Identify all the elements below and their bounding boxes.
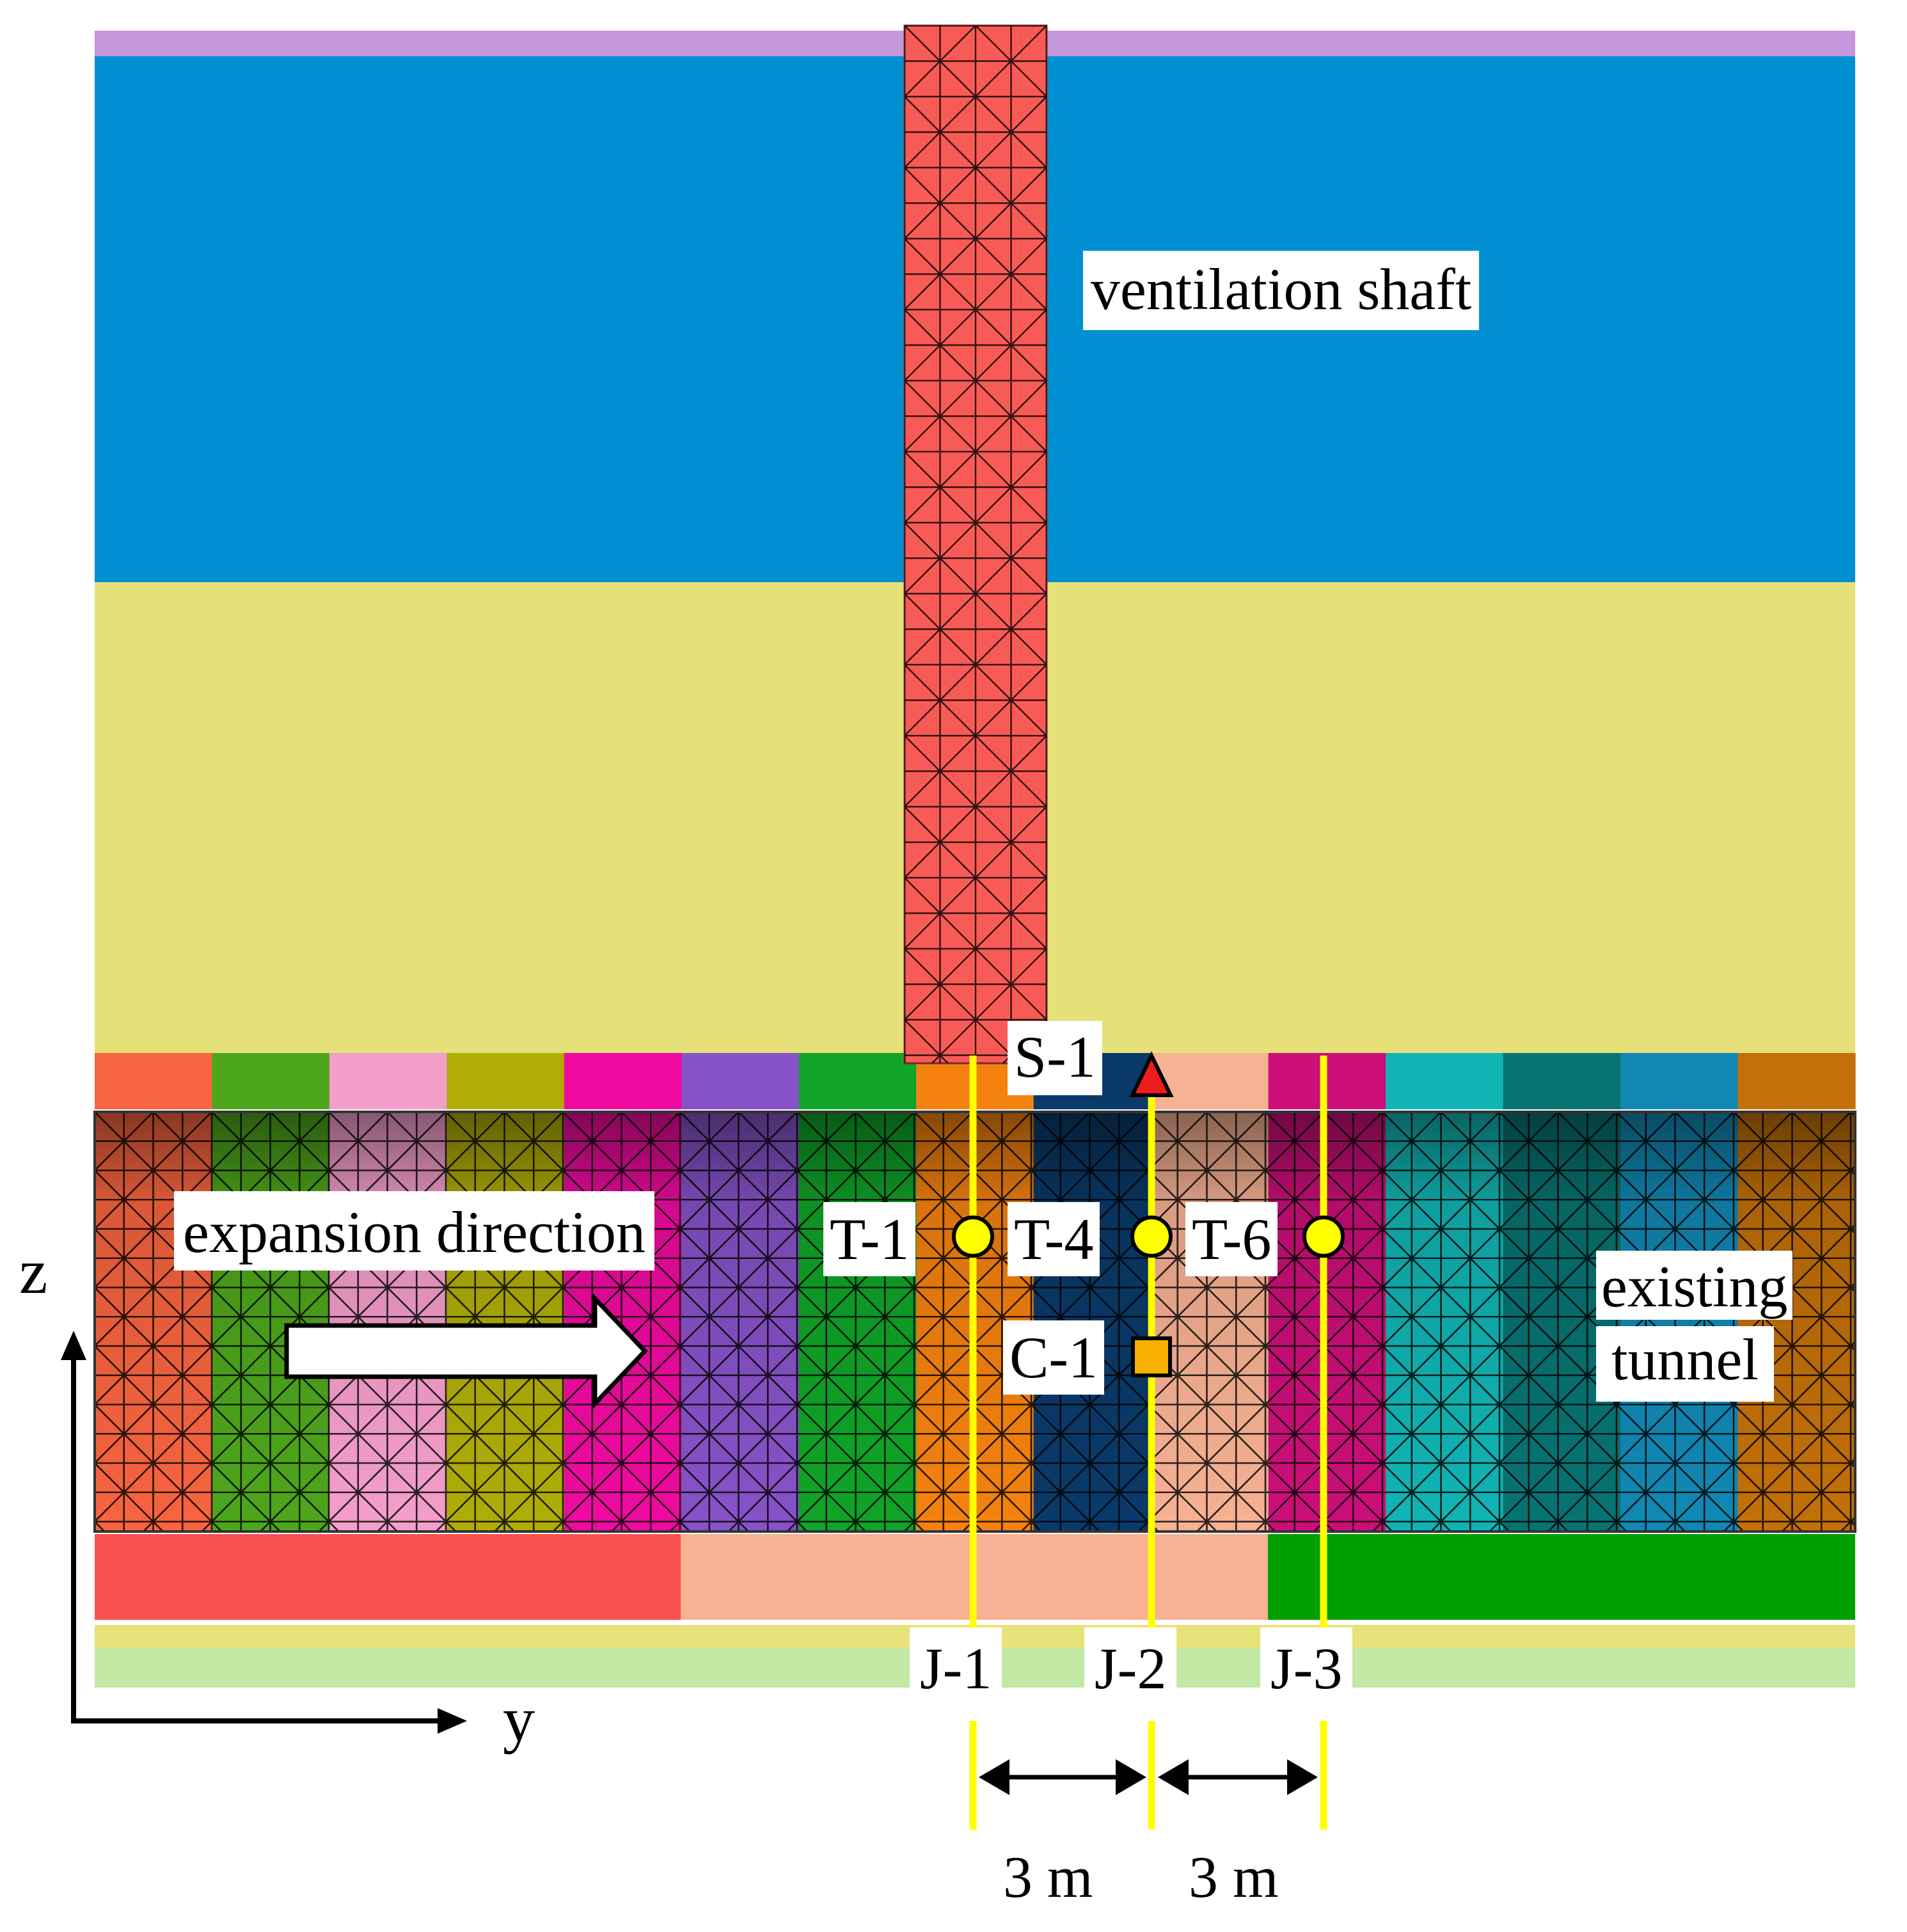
tunnel-top-segment [329, 1053, 447, 1109]
sensor-c1-label: C-1 [1003, 1320, 1104, 1395]
tunnel-top-segment [1268, 1053, 1386, 1109]
sensor-t1-marker [952, 1215, 994, 1258]
sensor-t6-label: T-6 [1185, 1202, 1278, 1276]
tunnel-top-segment [1737, 1053, 1856, 1109]
dimension-arrow-2 [1158, 1759, 1318, 1795]
tunnel-top-segment [564, 1053, 682, 1109]
line-j3-label: J-3 [1260, 1627, 1353, 1708]
tunnel-top-segment [95, 1053, 213, 1109]
sensor-t4-label: T-4 [1008, 1202, 1100, 1276]
shaft-mesh [905, 26, 1047, 1063]
sensor-t1-label: T-1 [823, 1202, 916, 1276]
tunnel-top-segment [1386, 1053, 1504, 1109]
bottom-band-left [95, 1534, 681, 1620]
sensor-s1-triangle [1129, 1051, 1174, 1097]
y-axis-label: y [503, 1684, 535, 1755]
tunnel-top-segment [447, 1053, 565, 1109]
existing-tunnel-label-2: tunnel [1596, 1326, 1774, 1402]
dimension-arrow-1 [979, 1759, 1146, 1795]
sensor-s1-label: S-1 [1008, 1021, 1102, 1095]
dimension-label-2: 3 m [1189, 1844, 1279, 1910]
tunnel-top-segment [681, 1053, 800, 1109]
tunnel-top-segment [212, 1053, 330, 1109]
expansion-arrow [284, 1293, 648, 1409]
sensor-c1-square [1131, 1336, 1172, 1377]
line-j2-label: J-2 [1084, 1627, 1177, 1708]
tunnel-top-segment [1620, 1053, 1739, 1109]
expansion-direction-label: expansion direction [174, 1191, 655, 1271]
tunnel-top-segment [798, 1053, 917, 1109]
ventilation-shaft-label: ventilation shaft [1083, 251, 1480, 330]
line-j1-label: J-1 [910, 1627, 1002, 1708]
tunnel-top-row [95, 1053, 1856, 1109]
sensor-t6-marker [1302, 1215, 1345, 1258]
coordinate-axes [61, 1331, 467, 1734]
z-axis-label: z [19, 1236, 48, 1307]
tunnel-top-segment [1151, 1053, 1269, 1109]
sensor-t4-marker [1130, 1215, 1173, 1258]
existing-tunnel-label-1: existing [1596, 1251, 1793, 1320]
dimension-label-1: 3 m [1003, 1844, 1093, 1910]
bottom-band-right [1268, 1534, 1855, 1620]
tunnel-top-segment [1503, 1053, 1621, 1109]
